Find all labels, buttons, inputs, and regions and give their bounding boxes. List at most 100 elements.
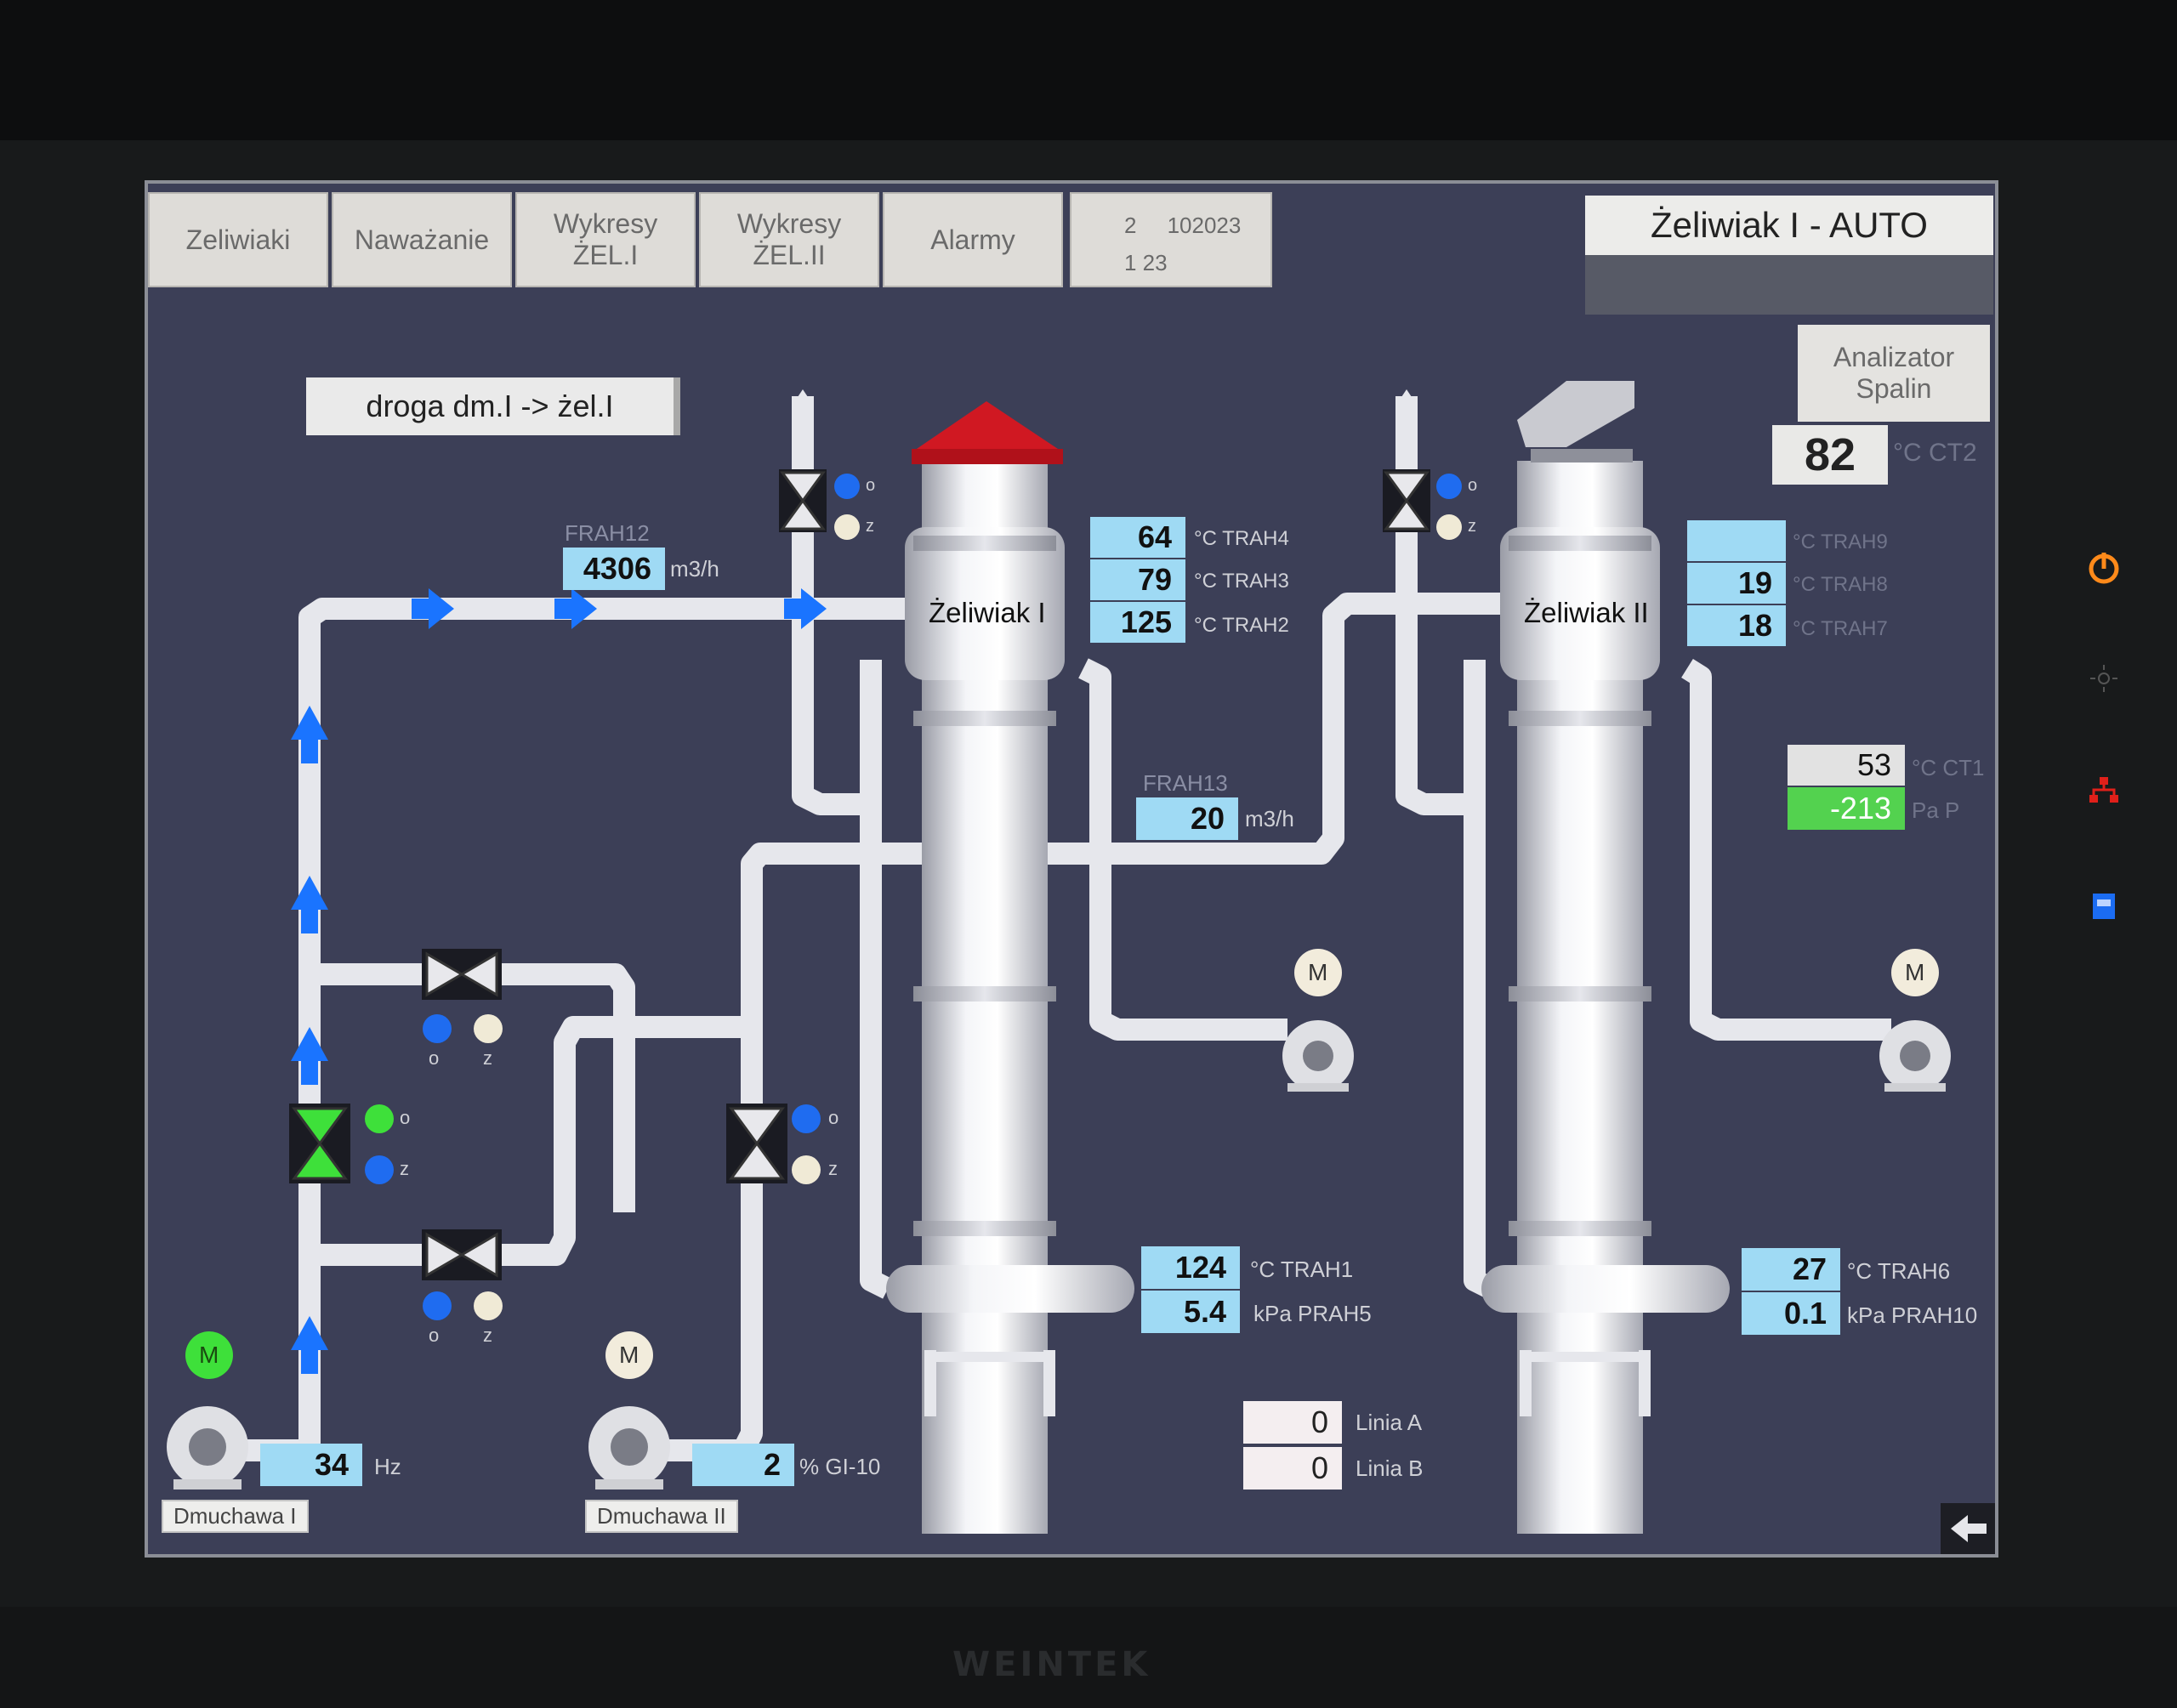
flow-arrow-icon <box>291 876 328 933</box>
nav-wykresy-zel2[interactable]: Wykresy ŻEL.II <box>699 192 879 287</box>
furnace1-feed-pipe <box>860 660 893 1299</box>
trah3-value: 79 <box>1090 559 1185 600</box>
flow-arrow-icon <box>291 706 328 763</box>
furnace1-cap <box>912 401 1063 452</box>
power-icon[interactable] <box>2085 548 2123 586</box>
valve-icon <box>726 1104 787 1183</box>
prah10-label: kPa PRAH10 <box>1847 1302 1978 1328</box>
motor-label: M <box>199 1342 219 1368</box>
valve-open-label: o <box>429 1325 440 1346</box>
time-line: 1 23 <box>1124 250 1168 275</box>
ct2-value: 82 <box>1772 425 1888 485</box>
furnace1-column <box>886 401 1134 1534</box>
trah9-label: °C TRAH9 <box>1793 531 1888 553</box>
pressure-label: Pa P <box>1912 797 1960 823</box>
prah5-label: kPa PRAH5 <box>1253 1301 1372 1326</box>
blower2-tag: Dmuchawa II <box>585 1500 738 1533</box>
valve-indicators <box>365 474 1462 1320</box>
title-strip <box>1585 255 1993 315</box>
valve-open-label: o <box>429 1047 440 1069</box>
network-icon <box>2089 777 2118 803</box>
brand-logo: WEINTEK <box>952 1645 1151 1684</box>
ct2-label: °C CT2 <box>1893 439 1977 467</box>
valve-icon <box>289 1104 350 1183</box>
fan-icon <box>1879 1020 1951 1092</box>
valve-icon <box>422 1229 502 1280</box>
flow-arrow-icon <box>554 588 597 629</box>
line-a-label: Linia A <box>1356 1410 1423 1435</box>
motor-label: M <box>1308 959 1328 985</box>
motor-label: M <box>1905 959 1925 985</box>
flow-arrow-icon <box>291 1027 328 1085</box>
trah3-label: °C TRAH3 <box>1194 570 1289 593</box>
furnace1-label: Żeliwiak I <box>929 597 1046 628</box>
valve-closed-label: z <box>1468 517 1476 536</box>
nav-nawazanie[interactable]: Naważanie <box>332 192 512 287</box>
frah12-value: 4306 <box>563 548 665 590</box>
flow-arrows <box>291 588 827 1374</box>
valve-icon <box>779 469 827 532</box>
flow-arrow-icon <box>291 1316 328 1374</box>
bypass-pipe-upper <box>310 963 635 1212</box>
fan1-pipe <box>1078 658 1287 1041</box>
frah13-value: 20 <box>1136 797 1238 840</box>
prah10-value: 0.1 <box>1742 1292 1840 1335</box>
flow-arrow-icon <box>784 588 827 629</box>
trah6-label: °C TRAH6 <box>1847 1258 1951 1284</box>
mode-title: Żeliwiak I - AUTO <box>1585 196 1993 255</box>
frah12-unit: m3/h <box>670 556 719 582</box>
nav-wykresy-zel1[interactable]: Wykresy ŻEL.I <box>515 192 696 287</box>
trah9-value <box>1687 520 1786 561</box>
prah5-value: 5.4 <box>1141 1291 1240 1333</box>
valve-open-label: o <box>400 1107 411 1128</box>
furnace2-cap <box>1517 381 1634 447</box>
ct1-value: 53 <box>1788 745 1905 786</box>
bezel-bottom <box>0 1607 2177 1708</box>
fan-icon <box>588 1406 670 1490</box>
hmi-screen: M M M M o z o z o z o z o z o z Zeliwiak… <box>145 180 1998 1558</box>
stack-tip-2 <box>1396 389 1417 405</box>
furnace2-label: Żeliwiak II <box>1524 597 1649 628</box>
bezel-top <box>0 0 2177 140</box>
valve-open-label: o <box>1468 476 1478 495</box>
trah2-label: °C TRAH2 <box>1194 614 1289 637</box>
valve-icon <box>422 949 502 1000</box>
trah4-value: 64 <box>1090 517 1185 558</box>
blower1-value: 34 <box>260 1444 362 1486</box>
nav-alarmy[interactable]: Alarmy <box>883 192 1063 287</box>
nav-zeliwiaki[interactable]: Zeliwiaki <box>148 192 328 287</box>
frah12-label: FRAH12 <box>565 520 650 546</box>
trah7-label: °C TRAH7 <box>1793 617 1888 640</box>
trah6-value: 27 <box>1742 1248 1840 1291</box>
bypass-pipe-lower <box>310 1016 743 1266</box>
motor-icon <box>185 949 1939 1379</box>
sd-card-icon <box>2093 894 2115 919</box>
trah8-label: °C TRAH8 <box>1793 573 1888 596</box>
valve-icon <box>1383 469 1430 532</box>
line-a-value: 0 <box>1243 1401 1342 1444</box>
stack-tip-1 <box>793 389 813 405</box>
trah1-label: °C TRAH1 <box>1250 1257 1354 1282</box>
flow-arrow-icon <box>412 588 454 629</box>
date-time-box: 2 102023 1 23 <box>1070 192 1272 287</box>
valve-open-label: o <box>866 476 876 495</box>
trah8-value: 19 <box>1687 563 1786 604</box>
analyzer-button[interactable]: Analizator Spalin <box>1798 325 1990 422</box>
back-arrow-icon[interactable] <box>1941 1503 1997 1554</box>
valve-open-label: o <box>828 1107 839 1128</box>
fan-icon <box>167 1406 248 1490</box>
furnace2-feed-pipe <box>1464 660 1497 1299</box>
sun-icon <box>2090 665 2117 692</box>
furnace2-column <box>1481 381 1730 1534</box>
ct1-label: °C CT1 <box>1912 755 1985 780</box>
route-button[interactable]: droga dm.I -> żel.I <box>306 377 680 435</box>
trah4-label: °C TRAH4 <box>1194 527 1289 550</box>
blower2-pipe <box>624 593 1509 1461</box>
trah1-value: 124 <box>1141 1246 1240 1289</box>
fan2-pipe <box>1681 658 1891 1041</box>
valve-closed-label: z <box>400 1158 409 1179</box>
stack-pipe-2 <box>1395 396 1483 815</box>
pressure-value: -213 <box>1788 787 1905 830</box>
process-diagram <box>167 381 1951 1534</box>
valve-closed-label: z <box>866 517 874 536</box>
